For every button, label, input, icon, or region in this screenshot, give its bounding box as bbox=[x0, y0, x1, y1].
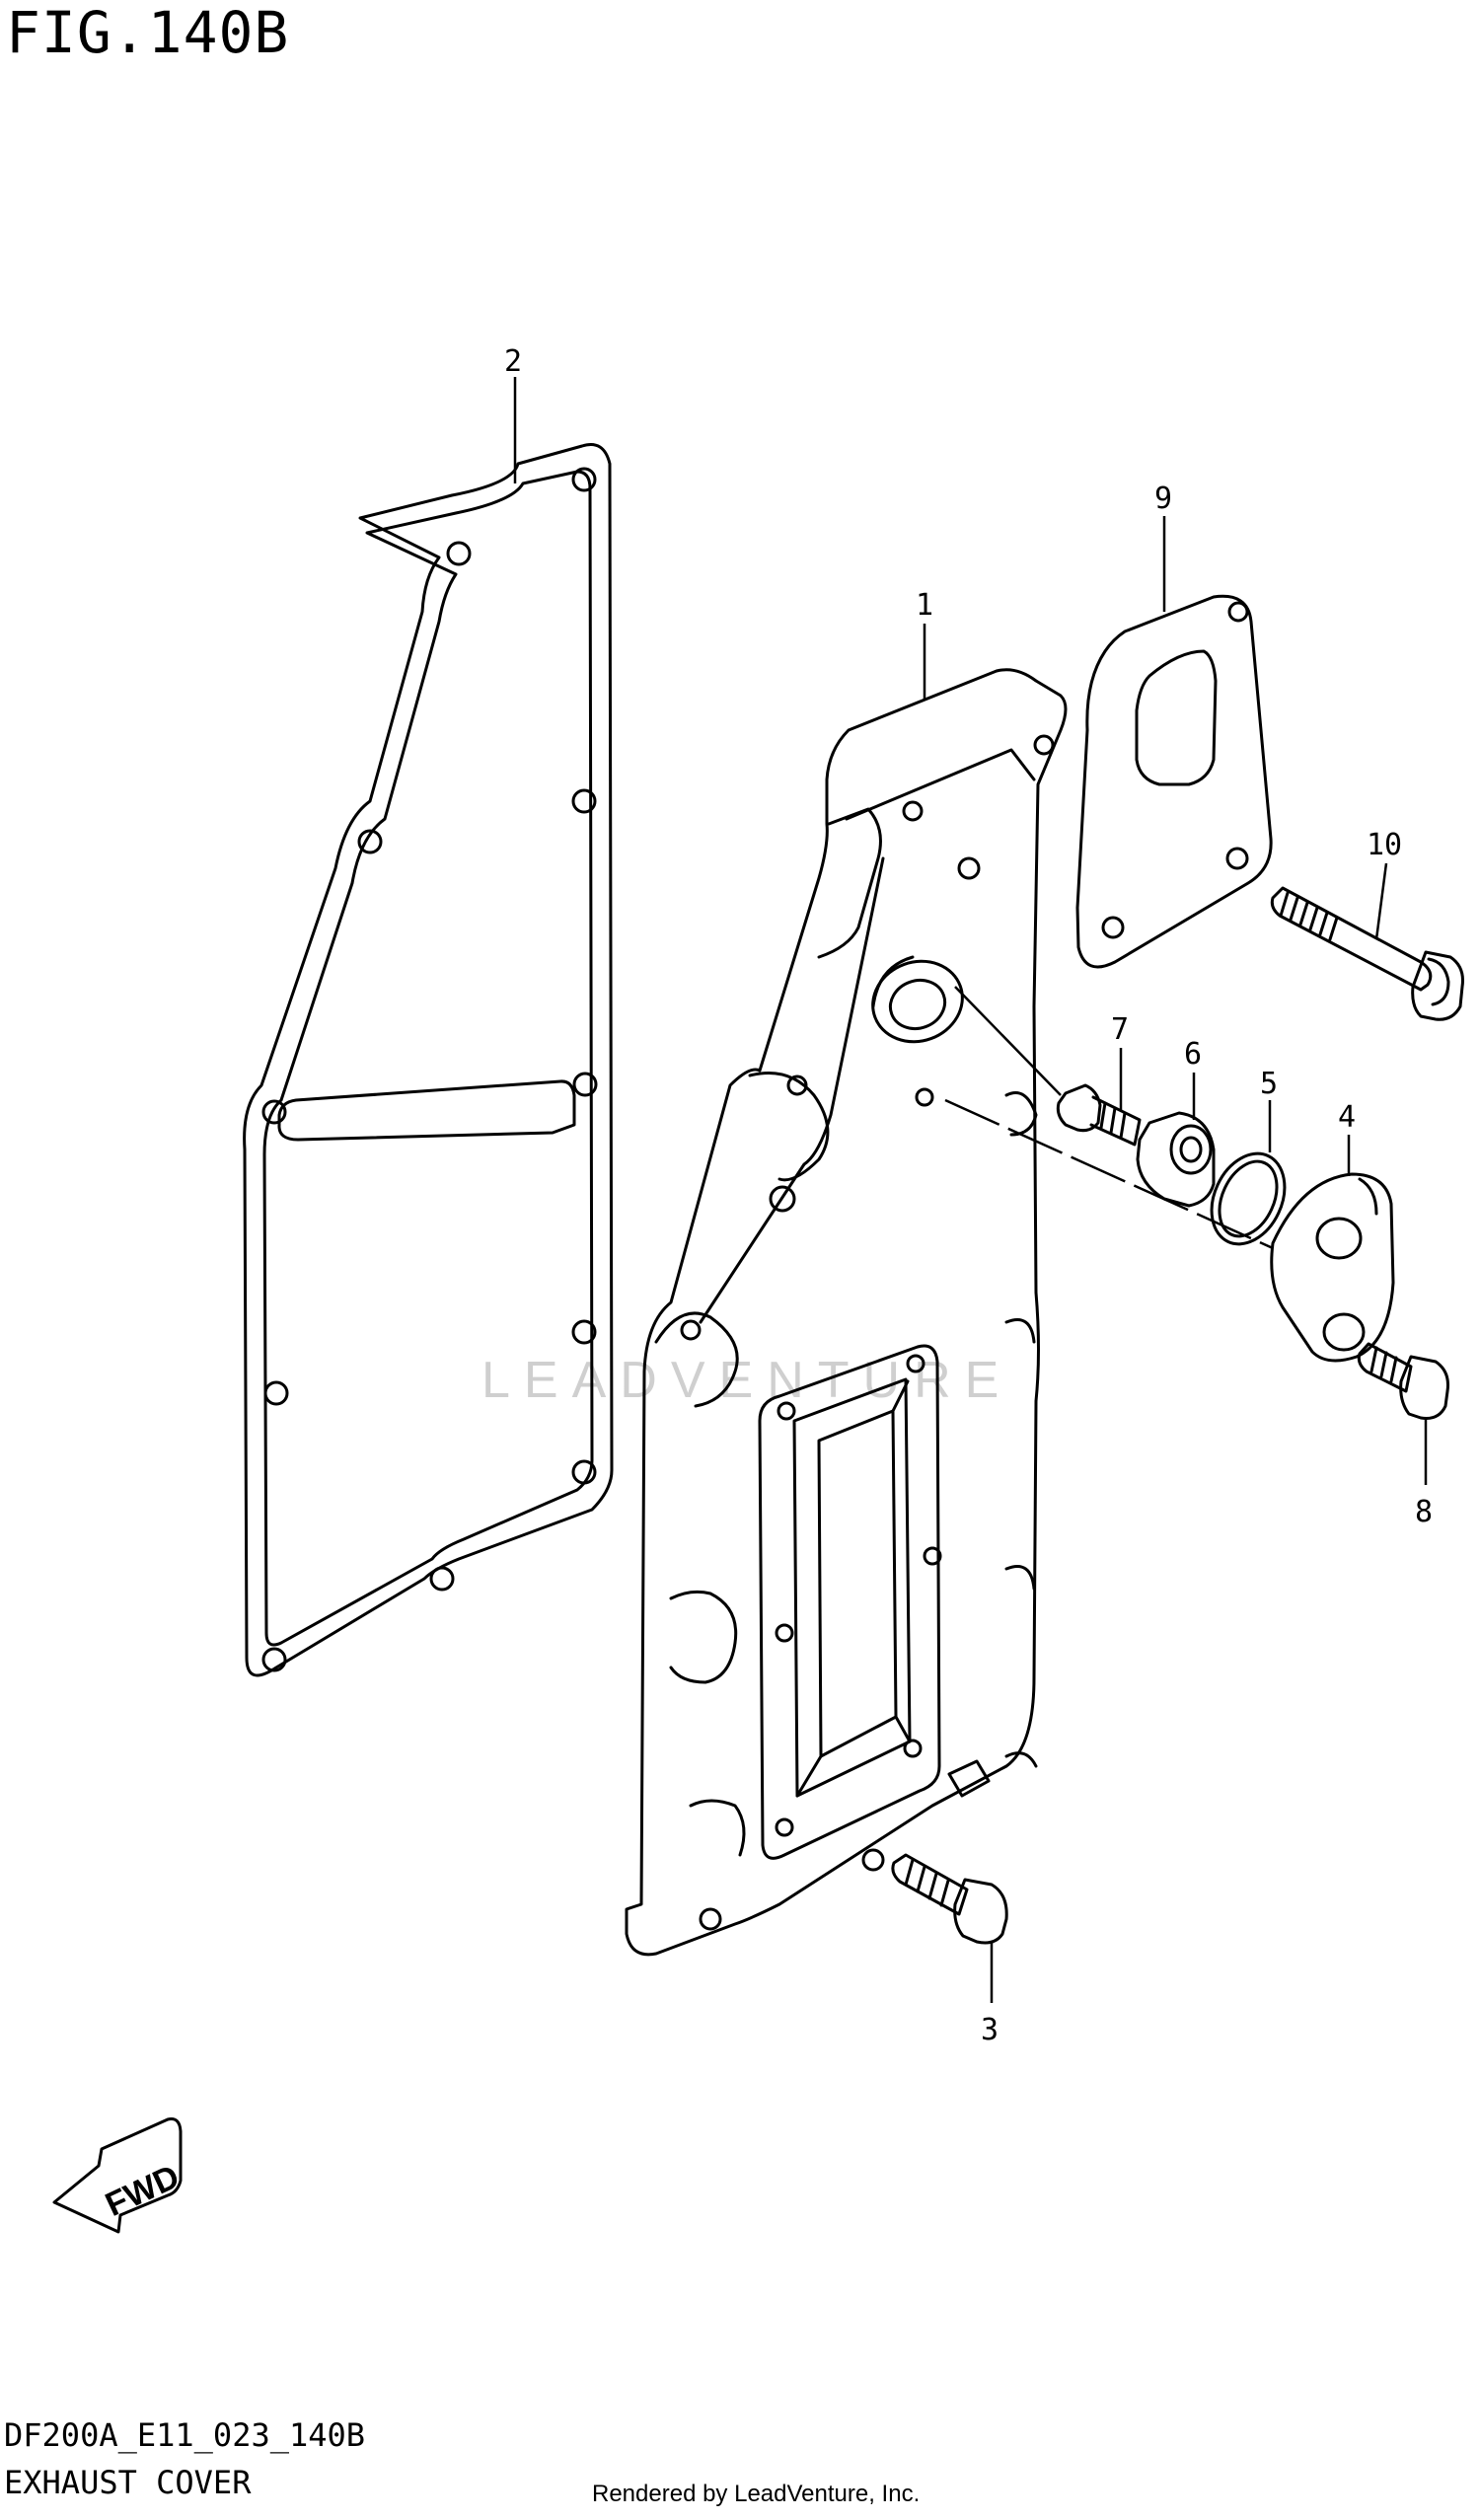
part-10-bolt bbox=[1270, 886, 1464, 1021]
render-credit: Rendered by LeadVenture, Inc. bbox=[592, 2481, 921, 2507]
callout-5: 5 bbox=[1260, 1067, 1278, 1101]
callout-3: 3 bbox=[981, 2013, 999, 2047]
part-7-screw bbox=[1056, 1083, 1142, 1147]
callout-2: 2 bbox=[504, 344, 522, 379]
callout-4: 4 bbox=[1338, 1100, 1356, 1135]
callout-6: 6 bbox=[1184, 1037, 1202, 1072]
callout-8: 8 bbox=[1415, 1495, 1433, 1529]
assembly-line-upper bbox=[954, 986, 1062, 1096]
fwd-arrow-icon: FWD bbox=[52, 2117, 185, 2234]
figure-name: EXHAUST COVER bbox=[4, 2464, 252, 2501]
callout-1: 1 bbox=[916, 588, 933, 623]
figure-code: DF200A_E11_023_140B bbox=[4, 2416, 366, 2454]
part-4-flange bbox=[1270, 1172, 1395, 1363]
part-3-bolt bbox=[891, 1853, 1008, 1945]
figure-title: FIG.140B bbox=[6, 0, 290, 66]
part-9-plate bbox=[1075, 594, 1273, 969]
part-1-exhaust-cover bbox=[625, 668, 1068, 1957]
part-8-bolt bbox=[1357, 1342, 1449, 1420]
callout-7: 7 bbox=[1111, 1012, 1129, 1047]
assembly-line-lower bbox=[944, 1098, 1274, 1250]
callout-10: 10 bbox=[1367, 828, 1402, 862]
part-5-o-ring bbox=[1210, 1151, 1287, 1246]
callout-9: 9 bbox=[1154, 482, 1172, 516]
leader-10 bbox=[1374, 862, 1388, 940]
watermark-text: LEADVENTURE bbox=[481, 1352, 1012, 1409]
part-6-collar bbox=[1136, 1111, 1216, 1208]
part-2-gasket bbox=[243, 443, 614, 1677]
